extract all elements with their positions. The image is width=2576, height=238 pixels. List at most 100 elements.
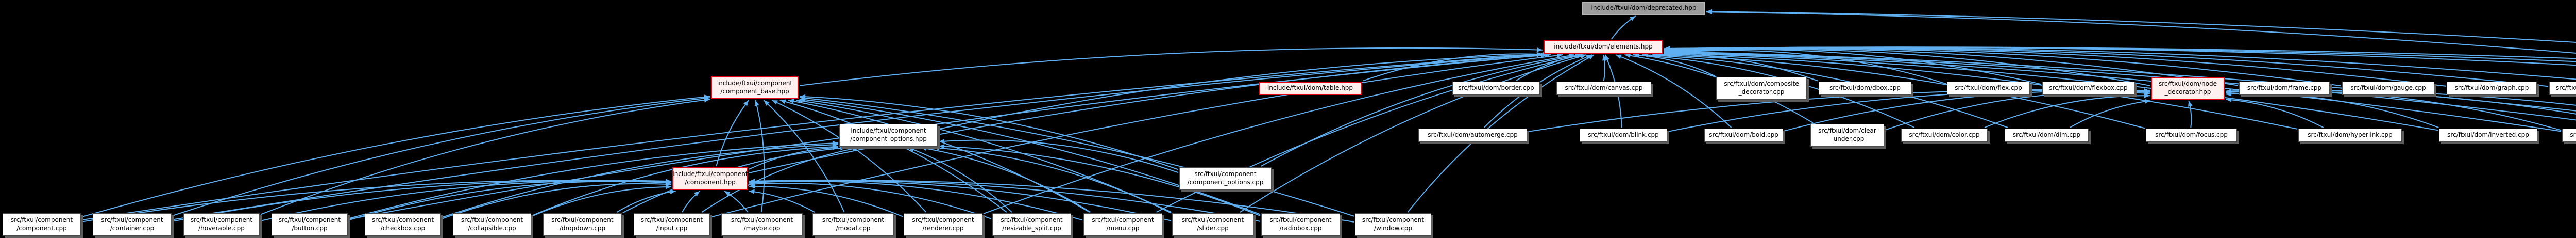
edge-renderer-to-component_hpp	[749, 185, 903, 217]
edge-text-to-elements	[1664, 46, 2576, 59]
arrowhead-icon	[840, 146, 846, 151]
arrowhead-icon	[1664, 46, 1670, 51]
arrowhead-icon	[796, 99, 803, 104]
arrowhead-icon	[1605, 55, 1609, 61]
edge-slider-to-elements	[1240, 54, 1587, 213]
graph-node-gauge[interactable]: src/ftxui/dom/gauge.cpp	[2342, 82, 2434, 95]
edge-collapsible-to-component_hpp	[532, 186, 672, 217]
edge-component_options_cpp-to-component_base	[799, 96, 1179, 170]
arrowhead-icon	[852, 146, 859, 151]
graph-node-container[interactable]: src/ftxui/component /container.cpp	[93, 213, 172, 236]
graph-node-collapsible[interactable]: src/ftxui/component /collapsible.cpp	[453, 213, 531, 236]
graph-node-dbox[interactable]: src/ftxui/dom/dbox.cpp	[1819, 82, 1911, 95]
arrowhead-icon	[832, 144, 838, 149]
edge-component_base-to-elements	[799, 47, 1543, 86]
arrowhead-icon	[764, 100, 770, 106]
graph-node-slider[interactable]: src/ftxui/component /slider.cpp	[1172, 213, 1253, 236]
graph-node-input[interactable]: src/ftxui/component /input.cpp	[634, 213, 710, 236]
edge-dropdown-to-component_hpp	[616, 191, 676, 213]
graph-node-menu[interactable]: src/ftxui/component /menu.cpp	[1083, 213, 1162, 236]
arrowhead-icon	[694, 191, 700, 197]
arrowhead-icon	[754, 100, 759, 106]
graph-node-flex[interactable]: src/ftxui/dom/flex.cpp	[1947, 82, 2030, 95]
graph-node-clear_under[interactable]: src/ftxui/dom/clear _under.cpp	[1810, 124, 1884, 147]
graph-node-table[interactable]: include/ftxui/dom/table.hpp	[1259, 82, 1362, 95]
edge-component_hpp-to-elements	[749, 54, 1551, 173]
arrowhead-icon	[2144, 99, 2151, 104]
graph-node-automerge[interactable]: src/ftxui/dom/automerge.cpp	[1418, 129, 1527, 142]
edge-input-to-component_options_hpp	[701, 147, 859, 213]
arrowhead-icon	[1630, 16, 1636, 21]
arrowhead-icon	[1536, 47, 1543, 52]
graph-node-italic[interactable]: src/ftxui/dom/italic.cpp	[2562, 129, 2576, 142]
graph-node-bold[interactable]: src/ftxui/dom/bold.cpp	[1704, 129, 1783, 142]
arrowhead-icon	[1615, 54, 1622, 59]
edge-slider-to-component_options_hpp	[933, 147, 1172, 214]
graph-node-border[interactable]: src/ftxui/dom/border.cpp	[1452, 82, 1540, 95]
graph-node-modal[interactable]: src/ftxui/component /modal.cpp	[812, 213, 894, 236]
graph-node-gridbox[interactable]: src/ftxui/dom/gridbox.cpp	[2549, 82, 2576, 95]
edge-text-to-deprecated	[1706, 11, 2576, 43]
arrowhead-icon	[2144, 93, 2150, 98]
arrowhead-icon	[933, 146, 940, 151]
edge-focus-to-elements	[1655, 54, 2145, 129]
arrowhead-icon	[724, 191, 731, 196]
arrowhead-icon	[2226, 88, 2232, 93]
arrowhead-icon	[1633, 53, 1639, 58]
graph-node-maybe[interactable]: src/ftxui/component /maybe.cpp	[721, 213, 803, 236]
graph-node-color[interactable]: src/ftxui/dom/color.cpp	[1901, 129, 1988, 142]
graph-node-component_hpp[interactable]: include/ftxui/component /component.hpp	[672, 167, 748, 190]
graph-node-frame[interactable]: src/ftxui/dom/frame.cpp	[2239, 82, 2330, 95]
edge-checkbox-to-component_hpp	[442, 183, 672, 219]
arrowhead-icon	[743, 100, 749, 106]
arrowhead-icon	[2188, 101, 2193, 107]
graph-node-flexbox[interactable]: src/ftxui/dom/flexbox.cpp	[2042, 82, 2134, 95]
graph-node-node_decorator[interactable]: src/ftxui/dom/node _decorator.hpp	[2151, 77, 2225, 100]
graph-node-blink[interactable]: src/ftxui/dom/blink.cpp	[1580, 129, 1667, 142]
edge-window-to-elements	[1407, 54, 1595, 213]
graph-node-dim[interactable]: src/ftxui/dom/dim.cpp	[2005, 129, 2089, 142]
graph-node-renderer[interactable]: src/ftxui/component /renderer.cpp	[904, 213, 982, 236]
graph-node-resizable_split[interactable]: src/ftxui/component /resizable_split.cpp	[992, 213, 1071, 236]
edge-italic-to-elements	[1664, 52, 2562, 132]
graph-node-checkbox[interactable]: src/ftxui/component /checkbox.cpp	[365, 213, 441, 236]
graph-node-hoverable[interactable]: src/ftxui/component /hoverable.cpp	[183, 213, 260, 236]
graph-node-deprecated: include/ftxui/dom/deprecated.hpp	[1582, 2, 1705, 15]
arrowhead-icon	[666, 184, 671, 189]
arrowhead-icon	[921, 146, 927, 151]
graph-node-component_base[interactable]: include/ftxui/component /component_base.…	[711, 76, 799, 99]
edge-radiobox-to-component_options_hpp	[938, 146, 1261, 216]
arrowhead-icon	[939, 144, 945, 149]
edge-dim-to-elements	[1642, 54, 2008, 128]
arrowhead-icon	[788, 99, 794, 104]
arrowhead-icon	[670, 189, 676, 195]
edge-dim-to-node_decorator	[2070, 100, 2151, 128]
graph-node-radiobox[interactable]: src/ftxui/component /radiobox.cpp	[1261, 213, 1340, 236]
edge-renderer-to-elements	[983, 54, 1575, 214]
graph-node-component_cpp[interactable]: src/ftxui/component /component.cpp	[3, 213, 81, 236]
graph-node-component_options_hpp[interactable]: include/ftxui/component /component_optio…	[839, 124, 938, 147]
edge-button-to-component_options_hpp	[348, 142, 839, 219]
edge-component_options_hpp-to-elements	[938, 54, 1543, 130]
edge-window-to-component_hpp	[749, 179, 1354, 223]
graph-node-component_options_cpp[interactable]: src/ftxui/component /component_options.c…	[1179, 167, 1272, 190]
graph-node-inverted[interactable]: src/ftxui/dom/inverted.cpp	[2439, 129, 2537, 142]
edge-flex-to-elements	[1664, 50, 1946, 85]
graph-node-button[interactable]: src/ftxui/component /button.cpp	[272, 213, 348, 236]
edge-bold-to-elements	[1615, 54, 1732, 128]
edge-inverted-to-elements	[1664, 52, 2438, 131]
arrowhead-icon	[1624, 53, 1631, 58]
edge-component_cpp-to-elements	[81, 53, 1543, 221]
graph-node-window[interactable]: src/ftxui/component /window.cpp	[1355, 213, 1431, 236]
graph-node-hyperlink[interactable]: src/ftxui/dom/hyperlink.cpp	[2298, 129, 2402, 142]
graph-node-focus[interactable]: src/ftxui/dom/focus.cpp	[2146, 129, 2237, 142]
graph-node-graph[interactable]: src/ftxui/dom/graph.cpp	[2447, 82, 2537, 95]
edge-hyperlink-to-elements	[1664, 53, 2298, 130]
edge-component_hpp-to-component_base	[716, 100, 749, 167]
graph-node-elements[interactable]: include/ftxui/dom/elements.hpp	[1544, 40, 1663, 54]
graph-node-dropdown[interactable]: src/ftxui/component /dropdown.cpp	[543, 213, 622, 236]
graph-node-composite_decorator[interactable]: src/ftxui/dom/composite _decorator.cpp	[1716, 77, 1807, 100]
graph-node-canvas[interactable]: src/ftxui/dom/canvas.cpp	[1556, 82, 1651, 95]
